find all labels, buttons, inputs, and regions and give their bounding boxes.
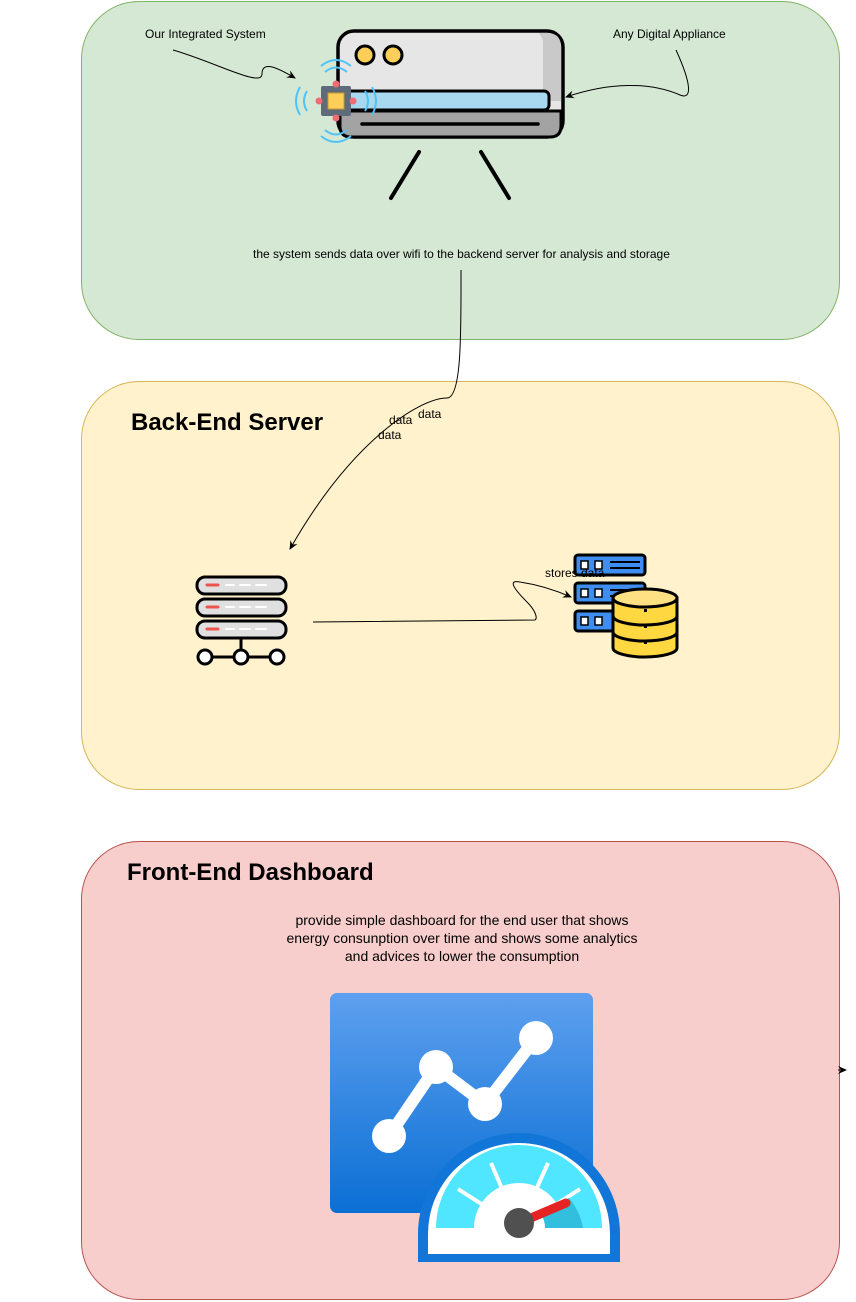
data-flow-connector	[289, 269, 462, 550]
digital-appliance-label: Any Digital Appliance	[613, 27, 726, 41]
description-line: provide simple dashboard for the end use…	[295, 912, 629, 928]
description-line: and advices to lower the consumption	[344, 948, 580, 964]
data-edge-label: data	[389, 413, 413, 427]
appliance-pointer	[565, 49, 690, 99]
frontend-title: Front-End Dashboard	[127, 859, 374, 886]
description-line: energy consunption over time and shows s…	[286, 930, 638, 946]
store-data-connector	[312, 581, 572, 623]
data-edge-label: data	[418, 407, 442, 421]
backend-title: Back-End Server	[131, 409, 324, 436]
stores-data-label: stores data	[545, 566, 605, 580]
integrated-system-label: Our Integrated System	[145, 27, 266, 41]
frontend-description: provide simple dashboard for the end use…	[262, 911, 662, 965]
integrated-system-pointer	[172, 49, 296, 79]
system-caption: the system sends data over wifi to the b…	[253, 247, 670, 261]
data-edge-label: data	[378, 428, 402, 442]
